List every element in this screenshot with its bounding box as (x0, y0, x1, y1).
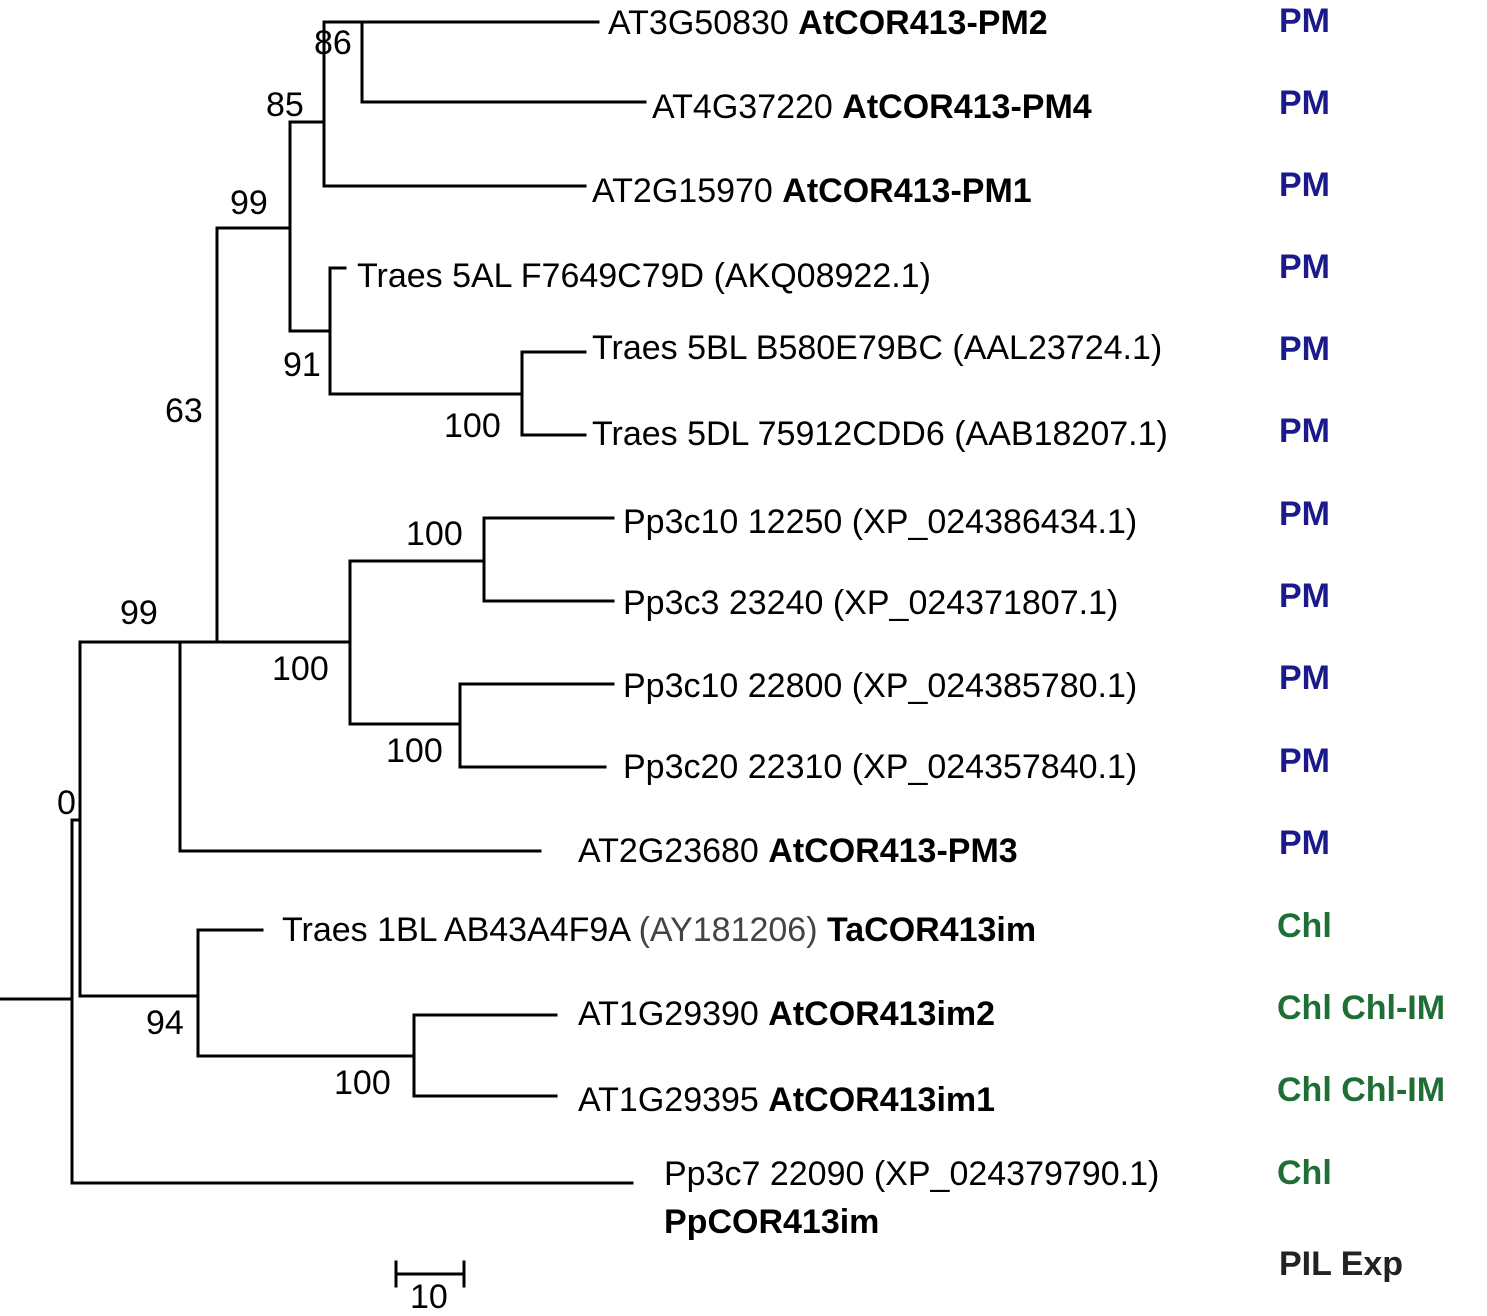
leaf-label: AT4G37220 AtCOR413-PM4 (652, 90, 1092, 124)
bootstrap-label: 63 (165, 392, 203, 430)
branch (458, 682, 615, 769)
gene-id: AT2G23680 (578, 832, 759, 870)
branch (215, 226, 352, 644)
accession: (XP_024386434.1) (851, 503, 1138, 541)
column-header: PIL Exp (1279, 1245, 1404, 1283)
protein-name: AtCOR413im1 (768, 1081, 996, 1119)
bootstrap-label: 86 (314, 24, 352, 62)
localization-label: Chl Chl-IM (1277, 989, 1446, 1027)
bootstrap-label: 85 (266, 86, 304, 124)
accession: (AAB18207.1) (954, 415, 1168, 453)
leaf-label: Pp3c20 22310 (XP_024357840.1) (623, 750, 1137, 784)
scale-bar (394, 1260, 466, 1288)
gene-id: Pp3c10 12250 (623, 503, 843, 541)
leaf-label: Traes 5AL F7649C79D (AKQ08922.1) (357, 259, 931, 293)
bootstrap-label: 99 (120, 594, 158, 632)
bootstrap-label: 94 (146, 1004, 184, 1042)
leaf-label: AT3G50830 AtCOR413-PM2 (608, 6, 1048, 40)
localization-label: Chl Chl-IM (1277, 1071, 1446, 1109)
bootstrap-label: 0 (57, 784, 76, 822)
bootstrap-label: 100 (386, 732, 443, 770)
gene-id: Traes 5DL 75912CDD6 (592, 415, 945, 453)
localization-label: Chl (1277, 1154, 1332, 1192)
gene-id: Traes 5AL F7649C79D (357, 257, 705, 295)
gene-id: AT2G15970 (592, 172, 773, 210)
protein-name: PpCOR413im (664, 1203, 880, 1241)
localization-label: PM (1279, 742, 1330, 780)
localization-label: PM (1279, 2, 1330, 40)
accession: (AY181206) (638, 911, 818, 949)
accession: (XP_024379790.1) (873, 1155, 1160, 1193)
localization-label: PM (1279, 330, 1330, 368)
branch (288, 120, 332, 333)
bootstrap-label: 100 (406, 515, 463, 553)
accession: (XP_024371807.1) (832, 584, 1119, 622)
gene-id: AT1G29390 (578, 995, 759, 1033)
accession: (XP_024357840.1) (851, 748, 1138, 786)
localization-label: PM (1279, 577, 1330, 615)
gene-id: Pp3c10 22800 (623, 667, 843, 705)
leaf-label: Traes 5BL B580E79BC (AAL23724.1) (592, 331, 1162, 365)
gene-id: AT4G37220 (652, 88, 833, 126)
leaf-label: Pp3c3 23240 (XP_024371807.1) (623, 586, 1118, 620)
protein-name: AtCOR413-PM2 (798, 4, 1048, 42)
localization-label: PM (1279, 248, 1330, 286)
protein-name: TaCOR413im (826, 911, 1037, 949)
leaf-label: Traes 5DL 75912CDD6 (AAB18207.1) (592, 417, 1168, 451)
bootstrap-label: 99 (230, 184, 268, 222)
branch (178, 640, 542, 853)
branch (412, 1013, 558, 1098)
accession: (AAL23724.1) (952, 329, 1163, 367)
branch (196, 928, 416, 1058)
localization-label: PM (1279, 166, 1330, 204)
accession: (XP_024385780.1) (851, 667, 1138, 705)
leaf-label: AT2G23680 AtCOR413-PM3 (578, 834, 1018, 868)
bootstrap-label: 100 (444, 407, 501, 445)
localization-label: PM (1279, 824, 1330, 862)
gene-id: AT1G29395 (578, 1081, 759, 1119)
gene-id: Pp3c20 22310 (623, 748, 843, 786)
gene-id: Traes 5BL B580E79BC (592, 329, 943, 367)
branch (70, 818, 634, 1185)
protein-name: AtCOR413-PM4 (842, 88, 1092, 126)
leaf-label: AT1G29390 AtCOR413im2 (578, 997, 995, 1031)
branch (328, 266, 524, 396)
leaf-label: Pp3c10 12250 (XP_024386434.1) (623, 505, 1137, 539)
branch (482, 516, 615, 603)
localization-label: Chl (1277, 907, 1332, 945)
protein-name: AtCOR413-PM3 (768, 832, 1018, 870)
localization-label: PM (1279, 84, 1330, 122)
branch (520, 350, 587, 437)
localization-label: PM (1279, 412, 1330, 450)
scale-bar-label: 10 (410, 1278, 448, 1316)
gene-id: Pp3c3 23240 (623, 584, 824, 622)
leaf-label: Pp3c7 22090 (XP_024379790.1) (664, 1157, 1159, 1191)
bootstrap-label: 91 (283, 346, 321, 384)
leaf-label-line2: PpCOR413im (664, 1205, 879, 1239)
protein-name: AtCOR413im2 (768, 995, 996, 1033)
localization-label: PM (1279, 495, 1330, 533)
protein-name: AtCOR413-PM1 (782, 172, 1032, 210)
gene-id: AT3G50830 (608, 4, 789, 42)
branch (322, 20, 587, 188)
branch (78, 640, 200, 998)
localization-label: PM (1279, 659, 1330, 697)
leaf-label: AT2G15970 AtCOR413-PM1 (592, 174, 1032, 208)
bootstrap-label: 100 (334, 1064, 391, 1102)
bootstrap-label: 100 (272, 650, 329, 688)
branch (360, 20, 647, 104)
accession: (AKQ08922.1) (713, 257, 931, 295)
leaf-label: AT1G29395 AtCOR413im1 (578, 1083, 995, 1117)
gene-id: Traes 1BL AB43A4F9A (282, 911, 630, 949)
leaf-label: Traes 1BL AB43A4F9A (AY181206) TaCOR413i… (282, 913, 1036, 947)
leaf-label: Pp3c10 22800 (XP_024385780.1) (623, 669, 1137, 703)
gene-id: Pp3c7 22090 (664, 1155, 865, 1193)
branch (348, 559, 486, 726)
